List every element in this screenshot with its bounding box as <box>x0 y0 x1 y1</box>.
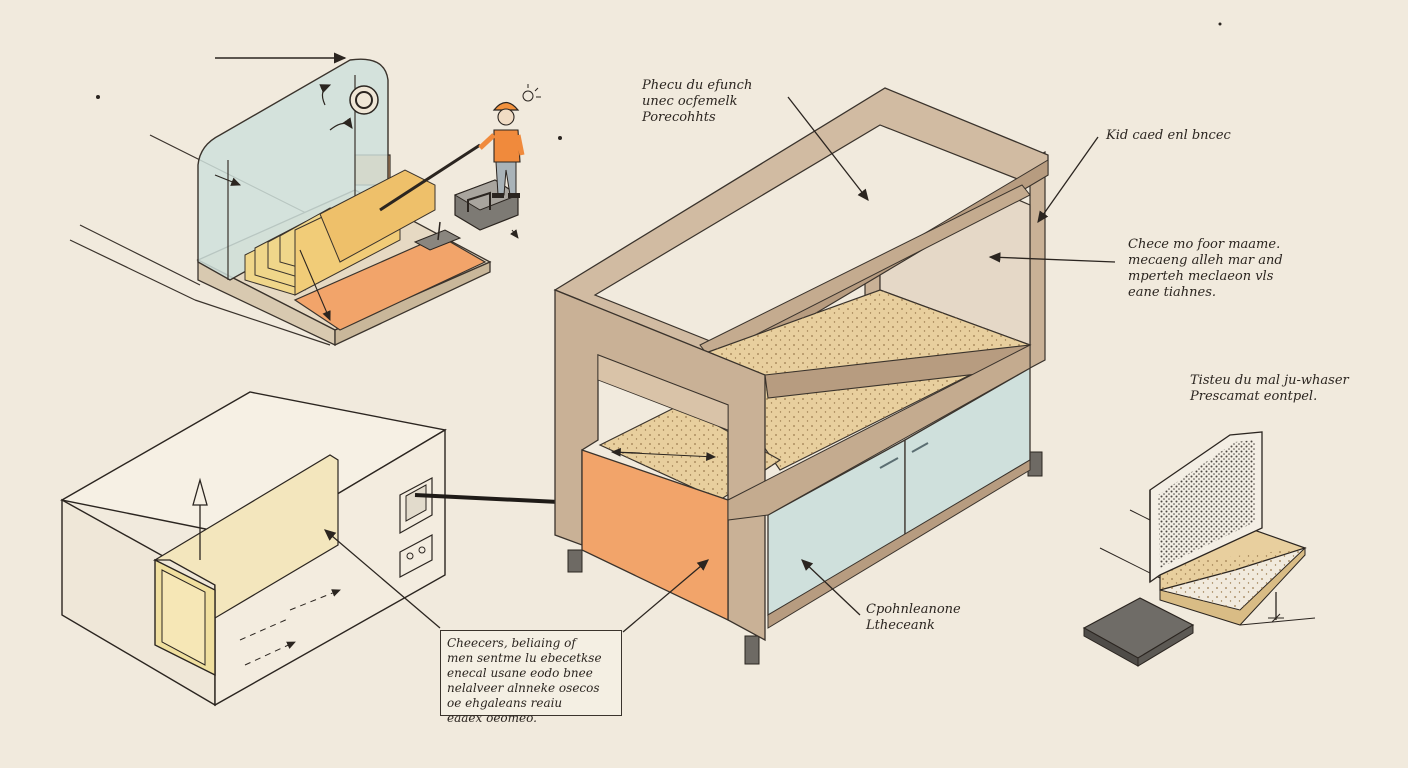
cabinet-frame <box>553 87 1116 665</box>
interior-note: Chece mo foor maame. mecaeng alleh mar a… <box>1128 237 1283 300</box>
panel-box <box>60 391 648 707</box>
frame-note: Phecu du efunch unec ocfemelk Porecohhts <box>642 78 753 125</box>
bottom-box-note: Cheecers, beliaing of men sentme lu ebec… <box>440 630 622 725</box>
paper-specks <box>96 22 1222 140</box>
machine-station <box>69 52 541 347</box>
side-panel-note: Kid caed enl bncec <box>1106 128 1231 143</box>
panel-detail-note: Tisteu du mal ju-whaser Prescamat eontpe… <box>1190 373 1349 404</box>
worker-figure <box>478 84 541 198</box>
cabinet-note: Cpohnleanone Ltheceank <box>866 602 961 633</box>
perforated-panel <box>1082 431 1316 667</box>
